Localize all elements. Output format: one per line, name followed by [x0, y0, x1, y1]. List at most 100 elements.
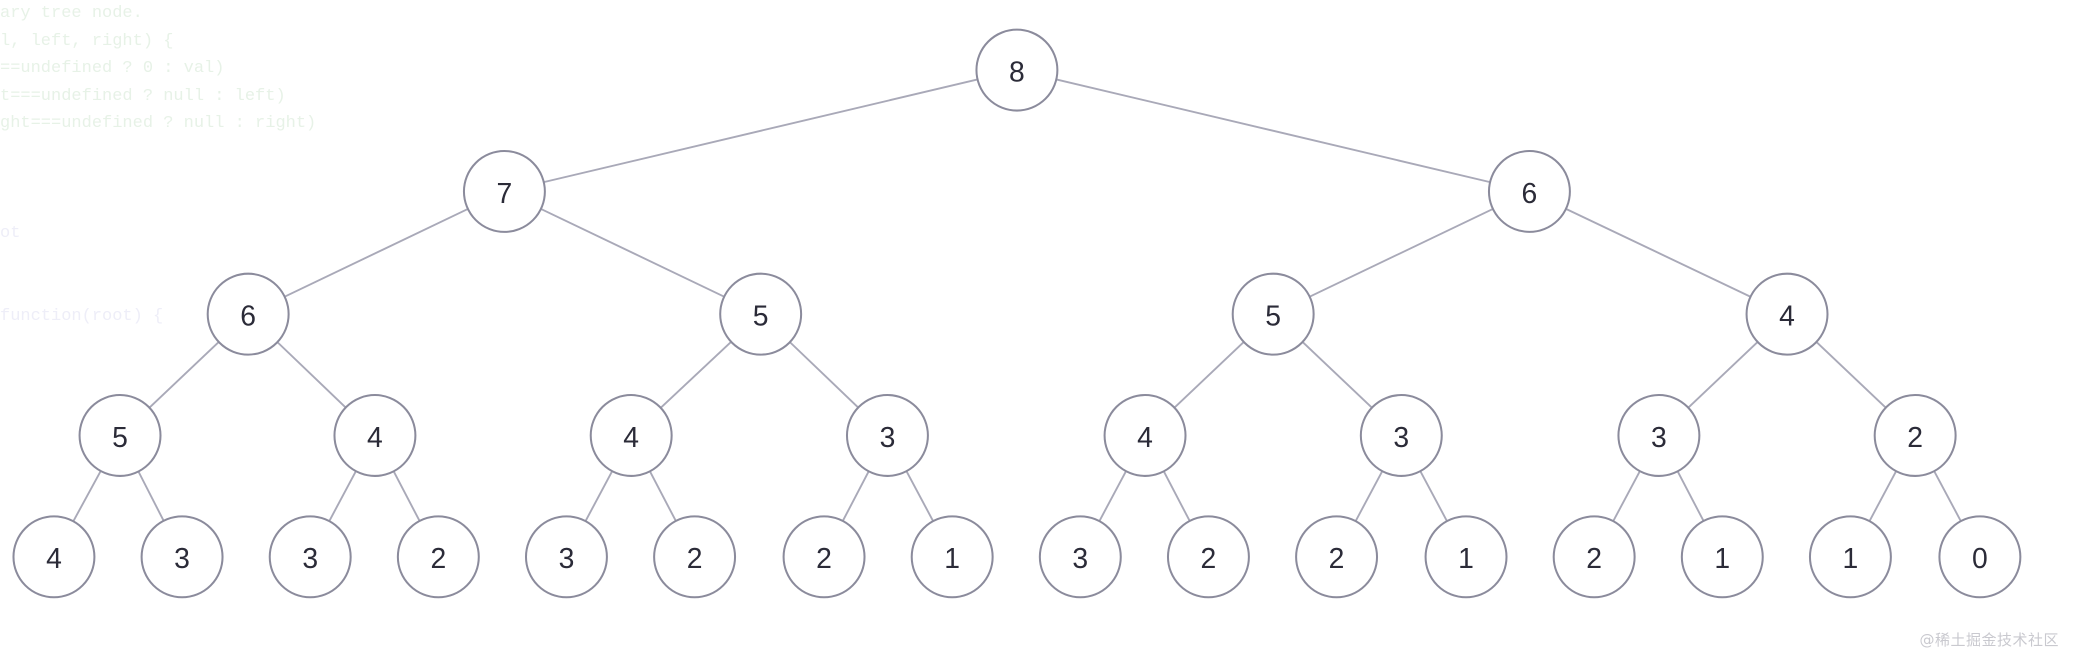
tree-edge	[841, 470, 870, 522]
tree-node[interactable]: 2	[782, 515, 866, 599]
tree-node-circle[interactable]	[1231, 272, 1315, 356]
tree-edge	[1868, 470, 1897, 522]
tree-node-circle[interactable]	[782, 515, 866, 599]
tree-node[interactable]: 4	[12, 515, 96, 599]
tree-node-circle[interactable]	[975, 28, 1059, 112]
tree-node[interactable]: 4	[1745, 272, 1829, 356]
tree-node[interactable]: 5	[78, 394, 162, 477]
tree-edge	[540, 208, 725, 298]
tree-node-circle[interactable]	[1617, 394, 1701, 477]
tree-node-circle[interactable]	[1295, 515, 1379, 599]
tree-node[interactable]: 3	[1359, 394, 1443, 477]
tree-node-value: 3	[559, 542, 575, 574]
tree-node[interactable]: 3	[140, 515, 224, 599]
tree-node[interactable]: 1	[1424, 515, 1508, 599]
tree-node-circle[interactable]	[1680, 515, 1764, 599]
tree-node-circle[interactable]	[140, 515, 224, 599]
tree-edge	[543, 78, 978, 184]
tree-node-value: 2	[430, 542, 446, 574]
tree-node-value: 3	[174, 542, 190, 574]
tree-node-value: 6	[240, 299, 256, 331]
tree-node[interactable]: 2	[1295, 515, 1379, 599]
tree-node-value: 0	[1972, 542, 1988, 574]
tree-node-circle[interactable]	[845, 394, 929, 477]
tree-node[interactable]: 3	[524, 515, 608, 599]
tree-node-circle[interactable]	[1424, 515, 1508, 599]
tree-node-circle[interactable]	[1103, 394, 1187, 477]
tree-node-circle[interactable]	[268, 515, 352, 599]
tree-node-value: 6	[1522, 177, 1538, 209]
tree-node[interactable]: 6	[206, 272, 290, 356]
tree-node[interactable]: 3	[845, 394, 929, 477]
tree-node-circle[interactable]	[1873, 394, 1957, 477]
tree-node-circle[interactable]	[396, 515, 480, 599]
watermark-label: @稀土掘金技术社区	[1919, 631, 2059, 649]
tree-edge	[1173, 341, 1245, 409]
tree-node-value: 4	[1779, 299, 1795, 331]
tree-node-circle[interactable]	[719, 272, 803, 356]
tree-node[interactable]: 0	[1938, 515, 2022, 599]
tree-node[interactable]: 7	[462, 149, 546, 233]
tree-node-circle[interactable]	[1166, 515, 1250, 599]
tree-node[interactable]: 4	[333, 394, 417, 477]
tree-node[interactable]: 1	[910, 515, 994, 599]
tree-node-circle[interactable]	[1745, 272, 1829, 356]
tree-node-value: 3	[1393, 421, 1409, 453]
tree-edge	[1162, 470, 1191, 522]
tree-node-circle[interactable]	[1552, 515, 1636, 599]
tree-edge	[328, 470, 357, 522]
tree-node-circle[interactable]	[1359, 394, 1443, 477]
tree-node-circle[interactable]	[1938, 515, 2022, 599]
tree-edge	[1676, 470, 1705, 522]
tree-node-circle[interactable]	[206, 272, 290, 356]
tree-node[interactable]: 2	[1166, 515, 1250, 599]
tree-node-circle[interactable]	[1808, 515, 1892, 599]
tree-node[interactable]: 2	[1873, 394, 1957, 477]
tree-node[interactable]: 4	[1103, 394, 1187, 477]
tree-node[interactable]: 3	[1617, 394, 1701, 477]
tree-edge	[392, 470, 421, 522]
tree-node[interactable]: 5	[719, 272, 803, 356]
tree-node[interactable]: 1	[1680, 515, 1764, 599]
tree-node[interactable]: 5	[1231, 272, 1315, 356]
tree-node-circle[interactable]	[12, 515, 96, 599]
tree-edges-group	[72, 78, 1962, 522]
tree-node-value: 2	[816, 542, 832, 574]
tree-edge	[584, 470, 613, 522]
tree-node-circle[interactable]	[1038, 515, 1122, 599]
tree-node-circle[interactable]	[78, 394, 162, 477]
tree-node-value: 2	[1907, 421, 1923, 453]
tree-node-circle[interactable]	[589, 394, 673, 477]
tree-node[interactable]: 6	[1487, 149, 1571, 233]
tree-node-circle[interactable]	[1487, 149, 1571, 233]
tree-node-circle[interactable]	[462, 149, 546, 233]
tree-node-circle[interactable]	[524, 515, 608, 599]
tree-node[interactable]: 3	[1038, 515, 1122, 599]
tree-edge	[1933, 470, 1962, 522]
tree-edge	[1612, 470, 1641, 522]
tree-node-value: 1	[944, 542, 960, 574]
tree-node-circle[interactable]	[333, 394, 417, 477]
tree-edge	[649, 470, 677, 522]
tree-node[interactable]: 2	[396, 515, 480, 599]
tree-node-value: 4	[46, 542, 62, 574]
tree-node-value: 3	[302, 542, 318, 574]
tree-edge	[1565, 207, 1751, 298]
tree-edge	[1354, 470, 1384, 522]
tree-node[interactable]: 3	[268, 515, 352, 599]
tree-node[interactable]: 8	[975, 28, 1059, 112]
tree-node-value: 5	[112, 421, 128, 453]
tree-node-circle[interactable]	[653, 515, 737, 599]
tree-node-value: 3	[1072, 542, 1088, 574]
tree-node-value: 5	[1265, 299, 1281, 331]
tree-node-circle[interactable]	[910, 515, 994, 599]
tree-node-value: 3	[880, 421, 896, 453]
tree-node[interactable]: 1	[1808, 515, 1892, 599]
tree-edge	[276, 341, 347, 409]
tree-node[interactable]: 2	[653, 515, 737, 599]
tree-node[interactable]: 4	[589, 394, 673, 477]
tree-node[interactable]: 2	[1552, 515, 1636, 599]
